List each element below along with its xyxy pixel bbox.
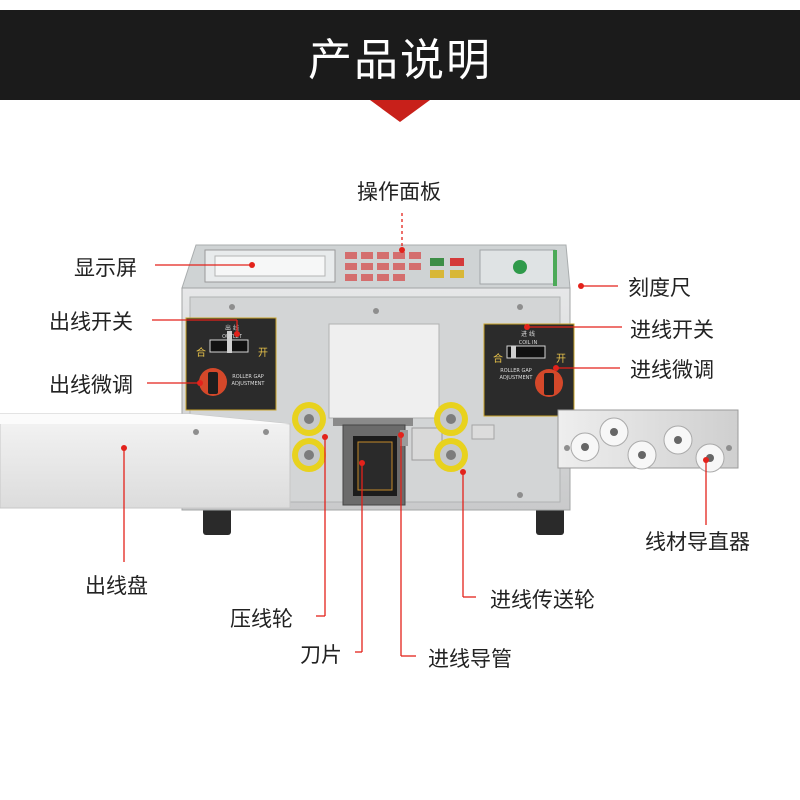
- inlet-en-text: COIL IN: [519, 340, 538, 346]
- label-inlet-switch: 进线开关: [630, 318, 714, 342]
- press-wheel-left: [292, 402, 326, 472]
- label-operation-panel: 操作面板: [357, 180, 441, 204]
- scale-ruler: [553, 250, 557, 286]
- header-notch-icon: [370, 100, 430, 122]
- outlet-title-text: 出 线: [225, 324, 239, 332]
- label-outlet-switch: 出线开关: [49, 310, 133, 334]
- label-outlet-tray: 出线盘: [85, 574, 148, 598]
- machine-foot-left: [203, 505, 231, 535]
- outlet-adjustment-text: ADJUSTMENT: [232, 381, 266, 387]
- label-outlet-adjust: 出线微调: [49, 373, 133, 397]
- inlet-open-text: 开: [556, 354, 566, 365]
- outlet-open-text: 开: [258, 348, 268, 359]
- inlet-adjust-knob-icon: [544, 373, 554, 395]
- header-banner: 产品说明: [0, 10, 800, 100]
- label-blade: 刀片: [300, 643, 342, 667]
- outlet-en-text: OUTLET: [222, 334, 243, 340]
- center-cover: [328, 323, 440, 419]
- label-display-screen: 显示屏: [74, 256, 137, 280]
- label-inlet-guide: 进线导管: [428, 647, 512, 671]
- keypad: [345, 252, 464, 281]
- label-scale-ruler: 刻度尺: [628, 276, 691, 300]
- inlet-title-text: 进 线: [521, 330, 535, 338]
- inlet-control-plate: [483, 323, 575, 417]
- label-press-wheel: 压线轮: [230, 607, 293, 631]
- outlet-roller-gap-text: ROLLER GAP: [232, 374, 264, 380]
- page-title: 产品说明: [308, 35, 492, 86]
- outlet-tray: [0, 413, 291, 509]
- label-feed-wheel: 进线传送轮: [490, 588, 595, 612]
- inlet-switch-icon: [511, 346, 516, 358]
- inlet-guide-tube: [400, 430, 408, 446]
- callouts: [121, 213, 709, 657]
- inlet-adjustment-text: ADJUSTMENT: [500, 375, 534, 381]
- outlet-adjust-knob-icon: [208, 372, 218, 394]
- machine-foot-right: [536, 505, 564, 535]
- label-wire-straightener: 线材导直器: [645, 530, 750, 554]
- inlet-roller-gap-text: ROLLER GAP: [500, 368, 532, 374]
- outlet-switch-icon: [227, 331, 232, 353]
- power-led-icon: [513, 260, 527, 274]
- inlet-close-text: 合: [493, 352, 503, 365]
- label-inlet-adjust: 进线微调: [630, 358, 714, 382]
- feed-wheel-right: [434, 402, 468, 472]
- outlet-close-text: 合: [196, 346, 206, 359]
